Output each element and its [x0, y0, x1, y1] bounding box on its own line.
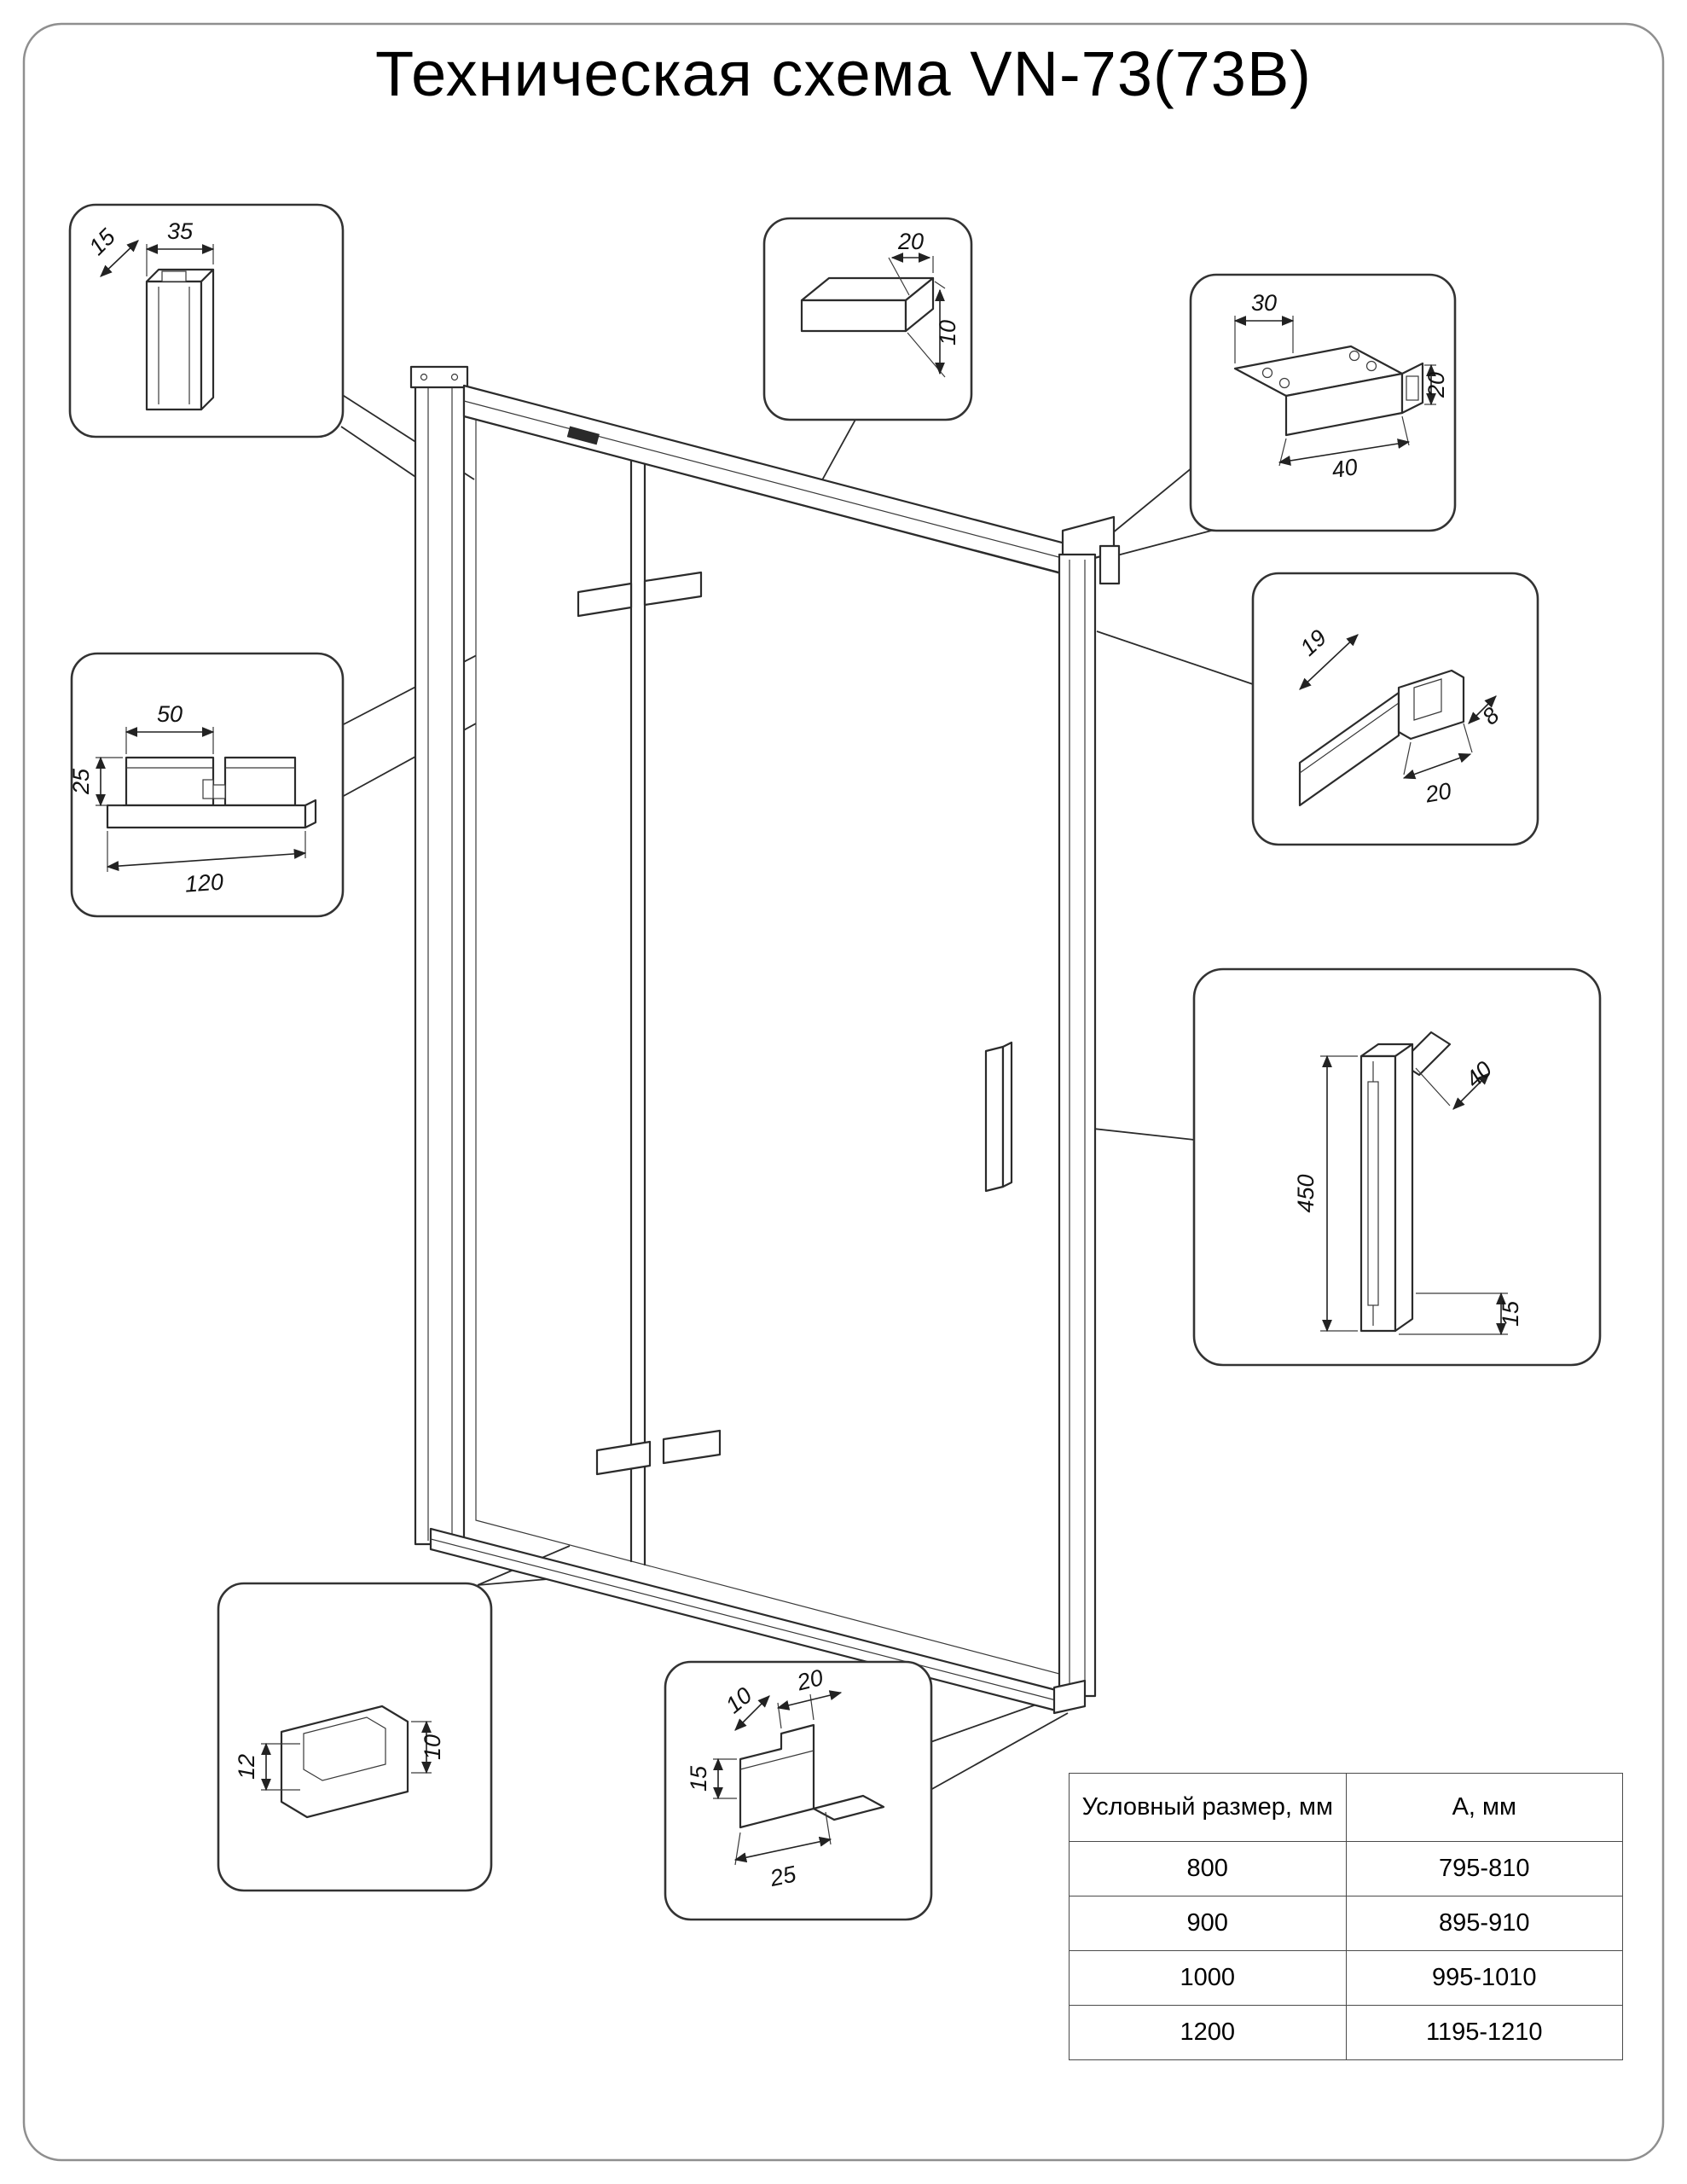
dim-top-bar-width: 20 [897, 229, 924, 254]
door-handle [984, 1041, 1013, 1193]
dim-bottom-bracket-width: 20 [794, 1664, 826, 1696]
callout-wall-profile-top: 35 15 [68, 203, 345, 439]
dim-handle-offset: 15 [1498, 1300, 1523, 1327]
a-value: 1195-1210 [1345, 2005, 1623, 2060]
size-value: 1000 [1069, 1950, 1347, 2006]
bottom-foot [1052, 1679, 1087, 1715]
table-row: 1000 995-1010 [1069, 1950, 1623, 2006]
table-row: 800 795-810 [1069, 1841, 1623, 1896]
dim-bracket-height: 20 [1423, 372, 1449, 398]
dim-bottom-profile-height: 10 [420, 1734, 445, 1760]
page-border [22, 22, 1665, 2162]
callout-handle: 450 40 15 [1192, 967, 1602, 1367]
dim-top-profile-width: 35 [167, 218, 194, 244]
dim-handle-height: 450 [1293, 1174, 1319, 1212]
dim-hinge-height: 25 [68, 768, 94, 795]
callout-wall-channel: 19 8 20 [1251, 572, 1539, 846]
a-value: 995-1010 [1345, 1950, 1623, 2006]
hinge-bottom [595, 1429, 722, 1476]
dim-hinge-inner-width: 50 [157, 701, 183, 727]
dim-bracket-width: 40 [1330, 454, 1359, 483]
table-header-row: Условный размер, мм А, мм [1069, 1773, 1623, 1842]
table-header-size: Условный размер, мм [1069, 1773, 1347, 1842]
dim-bracket-depth: 30 [1251, 290, 1277, 316]
dim-bottom-profile-inner: 12 [234, 1754, 259, 1780]
page-title: Техническая схема VN-73(73В) [375, 38, 1312, 109]
callout-top-bar: 20 10 [762, 217, 973, 421]
dim-hinge-width: 120 [184, 868, 224, 897]
dim-channel-width: 20 [1423, 778, 1453, 808]
table-row: 1200 1195-1210 [1069, 2005, 1623, 2060]
dim-bottom-bracket-height: 15 [686, 1765, 711, 1792]
size-table: Условный размер, мм А, мм 800 795-810 90… [1069, 1773, 1623, 2060]
rail-clip [566, 426, 600, 445]
size-value: 1200 [1069, 2005, 1347, 2060]
table-row: 900 895-910 [1069, 1896, 1623, 1951]
dim-bottom-bracket-base: 25 [767, 1861, 799, 1891]
door-assembly [409, 365, 1121, 1715]
callout-bottom-bracket: 10 20 15 25 [664, 1660, 933, 1921]
size-value: 800 [1069, 1841, 1347, 1896]
left-wall-profile [409, 365, 469, 1546]
table-header-a: А, мм [1345, 1773, 1623, 1842]
callout-corner-bracket: 30 20 40 [1189, 273, 1457, 532]
a-value: 895-910 [1345, 1896, 1623, 1951]
hinge-top [577, 571, 703, 618]
callout-bottom-profile: 12 10 [217, 1582, 493, 1892]
a-value: 795-810 [1345, 1841, 1623, 1896]
right-wall-profile [1058, 553, 1097, 1698]
size-value: 900 [1069, 1896, 1347, 1951]
dim-top-bar-height: 10 [935, 320, 960, 346]
callout-hinge-clamp: 50 25 120 [68, 652, 345, 918]
glass-panel [475, 419, 1060, 1675]
